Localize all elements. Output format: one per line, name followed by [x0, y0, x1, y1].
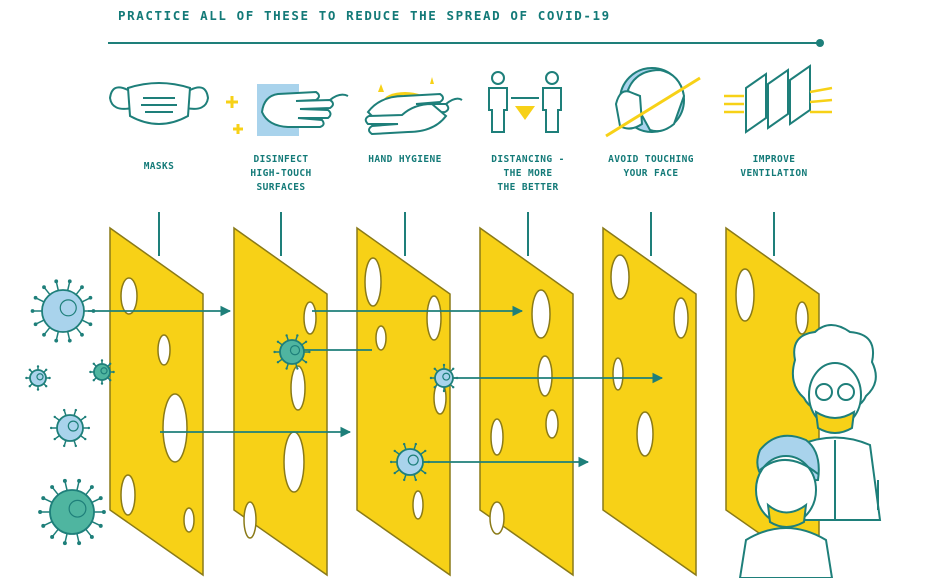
ventilation-icon	[724, 66, 832, 132]
virus-particle-icon	[31, 279, 96, 342]
cheese-slice-disinfect	[234, 228, 327, 575]
cheese-slice-face-touch	[603, 228, 696, 575]
layer-label-masks: MASKS	[99, 160, 219, 174]
hand-washing-icon	[366, 77, 462, 134]
virus-particle-icon	[89, 359, 115, 385]
distancing-people-icon	[489, 72, 561, 132]
layer-label-hand-hygiene: HAND HYGIENE	[345, 153, 465, 167]
cheese-slice-distancing	[480, 228, 573, 575]
no-face-touch-icon	[606, 68, 700, 136]
cheese-slice-hand-hygiene	[357, 228, 450, 575]
layer-label-disinfect: DISINFECT HIGH-TOUCH SURFACES	[221, 153, 341, 195]
title-rule-dot	[816, 39, 824, 47]
virus-particle-icon	[50, 409, 90, 447]
virus-particle-icon	[430, 364, 458, 392]
page-title: PRACTICE ALL OF THESE TO REDUCE THE SPRE…	[118, 8, 611, 23]
layer-label-ventilation: IMPROVE VENTILATION	[714, 153, 834, 181]
virus-particle-icon	[38, 479, 106, 545]
face-mask-icon	[110, 83, 208, 124]
layer-label-distancing: DISTANCING - THE MORE THE BETTER	[468, 153, 588, 195]
layer-label-face-touch: AVOID TOUCHING YOUR FACE	[591, 153, 711, 181]
hand-wipe-icon	[226, 84, 348, 136]
virus-particle-icon	[25, 365, 51, 391]
cheese-slice-masks	[110, 228, 203, 575]
